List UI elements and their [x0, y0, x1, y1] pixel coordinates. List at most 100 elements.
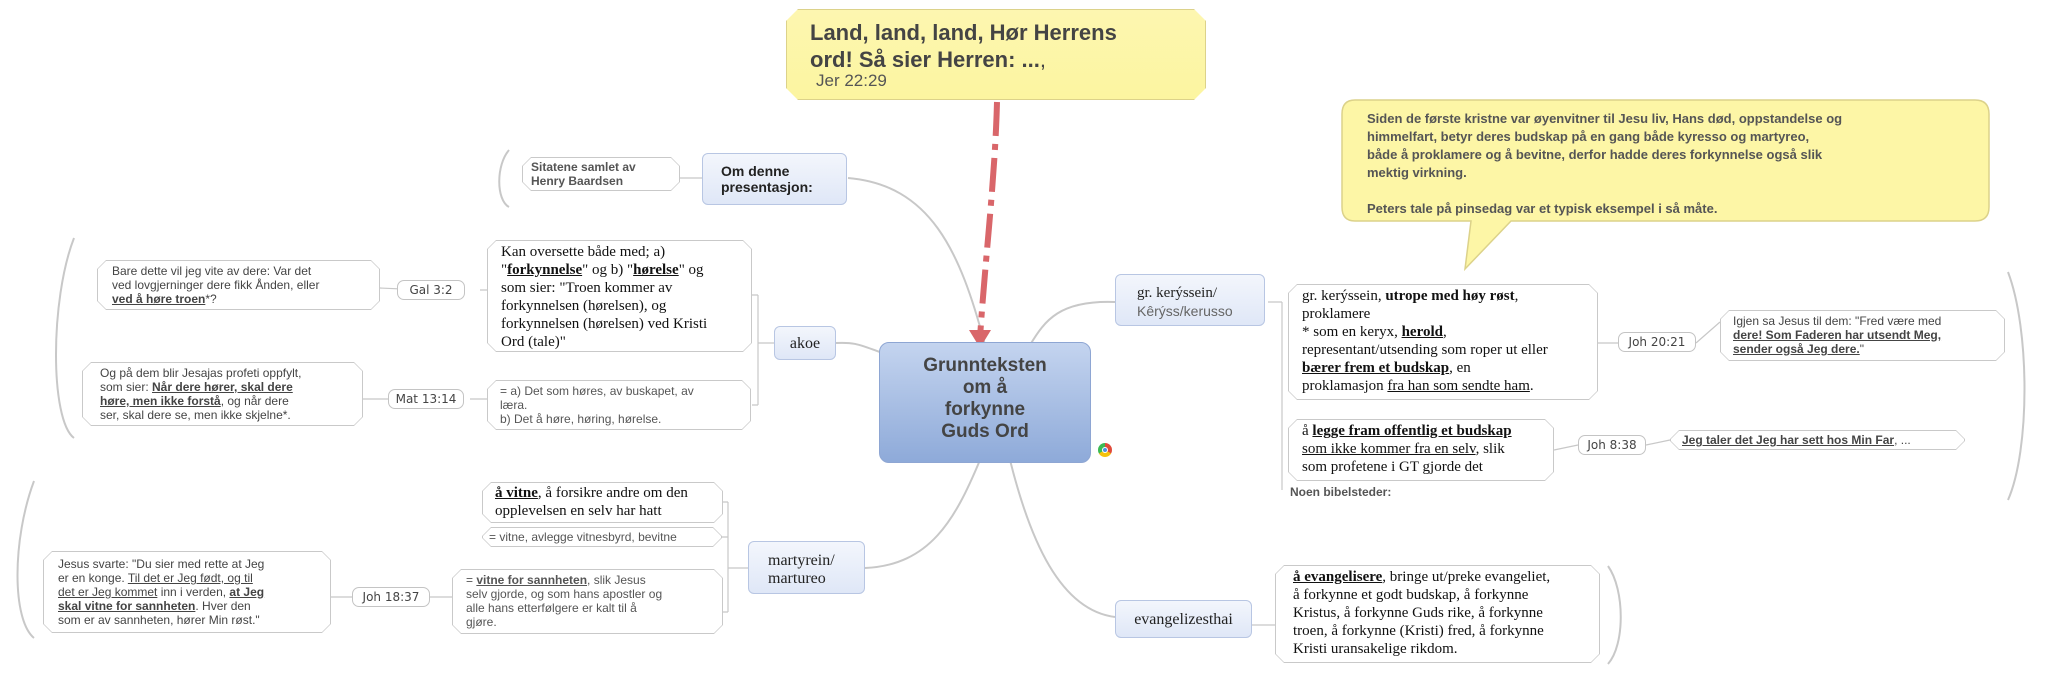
about-node[interactable]: Om denne presentasjon:	[702, 153, 847, 205]
martyrein-b-underlined: vitne for sannheten	[476, 573, 588, 587]
akoe-text-3: som sier: "Troen kommer av	[501, 280, 673, 296]
martyrein-b-line-2: selv gjorde, og som hans apostler og	[466, 587, 663, 601]
branch-evangelizesthai	[1009, 459, 1116, 618]
akoe-forkynnelse: forkynnelse	[507, 262, 583, 278]
akoe-node[interactable]: akoe	[774, 326, 836, 360]
ker-line-1a: gr. kerýssein,	[1302, 288, 1386, 304]
evang-line-4: troen, å forkynne (Kristi) fred, å forky…	[1293, 623, 1544, 639]
kerussein-label-2: Kêrýss/kerusso	[1137, 303, 1233, 319]
joh1837-bold-1: at Jeg	[229, 585, 265, 599]
akoe-text-5: forkynnelsen (hørelsen) ved Kristi	[501, 316, 708, 332]
joh2021-line-2: dere! Som Faderen har utsendt Meg,	[1733, 328, 1942, 342]
martyrein-b-box: = vitne for sannheten, slik Jesus selv g…	[452, 569, 723, 634]
martyrein-b-rest: , slik Jesus	[587, 573, 646, 587]
ker-line-1-bold: utrope med høy røst	[1385, 288, 1515, 304]
joh1837-bold-2: skal vitne for sannheten	[58, 599, 196, 613]
branch-kerussein	[1029, 300, 1116, 346]
quote-arrow	[977, 101, 1000, 339]
quote-line-2: ord! Så sier Herren: ...	[810, 47, 1040, 72]
joh-18-37-ref[interactable]: Joh 18:37	[352, 587, 430, 607]
quote-comma: ,	[1039, 47, 1046, 72]
akoe-definition: = a) Det som høres, av buskapet, av læra…	[487, 380, 751, 430]
martyrein-label-1: martyrein/	[768, 552, 835, 569]
mat-underlined-1: Når dere hører, skal dere	[152, 380, 293, 394]
martyrein-node[interactable]: martyrein/ martureo	[748, 541, 865, 594]
ker-line-1c: ,	[1514, 288, 1519, 304]
mat-ref[interactable]: Mat 13:14	[388, 389, 464, 409]
evangelizesthai-text-box: å evangelisere, bringe ut/preke evangeli…	[1275, 565, 1600, 663]
ker-line-6a: proklamasjon	[1302, 378, 1388, 394]
martyrein-a-line-2: opplevelsen en selv har hatt	[495, 503, 662, 519]
joh-8-38-ref[interactable]: Joh 8:38	[1578, 435, 1646, 455]
joh-8-38-quote: Jeg taler det Jeg har sett hos Min Far, …	[1670, 430, 1965, 450]
akoe-quote-b: " og b) "	[582, 262, 634, 278]
central-topic[interactable]: Grunnteksten om å forkynne Guds Ord	[879, 342, 1091, 463]
ker-herold: herold	[1401, 324, 1443, 340]
ker-p-underlined: som ikke kommer fra en selv	[1302, 441, 1476, 457]
central-line-3: forkynne	[944, 399, 1026, 420]
ker-p-bold: legge fram offentlig et budskap	[1312, 423, 1512, 439]
akoe-horelse: hørelse	[633, 262, 679, 278]
joh-20-21-quote: Igjen sa Jesus til dem: "Fred være med d…	[1720, 310, 2005, 361]
mat-line-3-end: , og når dere	[220, 394, 289, 408]
kerussein-node[interactable]: gr. kerýssein/ Kêrýss/kerusso	[1115, 274, 1265, 326]
joh1837-line-1: Jesus svarte: "Du sier med rette at Jeg	[58, 557, 265, 571]
kerussein-label-1: gr. kerýssein/	[1137, 285, 1217, 301]
callout-line-4: mektig virkning.	[1367, 165, 1467, 180]
akoe-label: akoe	[789, 335, 821, 352]
quote-ref: Jer 22:29	[816, 71, 887, 90]
evang-line-2: å forkynne et godt budskap, å forkynne	[1293, 587, 1529, 603]
akoe-text-4: forkynnelsen (hørelsen), og	[501, 298, 667, 314]
central-line-4: Guds Ord	[941, 421, 1029, 442]
martyrein-b-line-4: gjøre.	[466, 615, 497, 629]
gal-line-3-end: *?	[205, 292, 217, 306]
callout-bubble-shape	[1341, 99, 1990, 272]
mat-quote: Og på dem blir Jesajas profeti oppfylt, …	[82, 362, 363, 426]
akoe-text-1: Kan oversette både med; a)	[501, 244, 666, 260]
martyrein-text-box: å vitne, å forsikre andre om den oppleve…	[482, 482, 723, 523]
quote-line-1: Land, land, land, Hør Herrens	[810, 20, 1117, 45]
joh2021-line-3: sender også Jeg dere.	[1733, 342, 1860, 356]
gal-quote: Bare dette vil jeg vite av dere: Var det…	[97, 260, 380, 310]
ker-fra-han: fra han som sendte ham	[1387, 378, 1530, 394]
joh838-underlined: Jeg taler det Jeg har sett hos Min Far	[1682, 433, 1895, 447]
evangelizesthai-node[interactable]: evangelizesthai	[1115, 600, 1252, 638]
joh2021-line-1: Igjen sa Jesus til dem: "Fred være med	[1733, 314, 1942, 328]
central-line-1: Grunnteksten	[923, 355, 1047, 376]
martyrein-a-vitne: å vitne	[495, 485, 538, 501]
evang-line-1-rest: , bringe ut/preke evangeliet,	[1382, 569, 1551, 585]
gal-line-1: Bare dette vil jeg vite av dere: Var det	[112, 264, 312, 278]
kerussein-text-box: gr. kerýssein, utrope med høy røst, prok…	[1288, 284, 1598, 400]
ker-line-3c: ,	[1442, 324, 1447, 340]
joh1837-line-3-mid: inn i verden,	[157, 585, 230, 599]
ker-p-a: å	[1302, 423, 1313, 439]
callout-line-3: både å proklamere og å bevitne, derfor h…	[1367, 147, 1823, 162]
akoe-quote-a: "	[501, 262, 508, 278]
browser-icon[interactable]	[1098, 443, 1112, 457]
mat-line-4: ser, skal dere se, men ikke skjelne*.	[100, 408, 291, 422]
ker-line-3a: * som en keryx,	[1302, 324, 1402, 340]
martyrein-def: = vitne, avlegge vitnesbyrd, bevitne	[483, 528, 721, 546]
ker-p-line-3: som profetene i GT gjorde det	[1302, 459, 1483, 475]
callout-line-2: himmelfart, betyr deres budskap på en ga…	[1367, 129, 1810, 144]
callout-line-1: Siden de første kristne var øyenvitner t…	[1367, 111, 1843, 126]
gal-underlined: ved å høre troen	[112, 292, 206, 306]
ker-baerer: bærer frem et budskap	[1302, 360, 1450, 376]
top-quote-box: Land, land, land, Hør Herrens ord! Så si…	[786, 9, 1206, 100]
martyrein-b-line-3: alle hans etterfølgere er kalt til å	[466, 601, 637, 615]
akoe-def-3: b) Det å høre, høring, hørelse.	[500, 412, 662, 426]
akoe-def-1: = a) Det som høres, av buskapet, av	[500, 384, 694, 398]
gal-ref[interactable]: Gal 3:2	[397, 280, 465, 300]
about-label-2: presentasjon:	[721, 179, 813, 195]
about-note-line-1: Sitatene samlet av	[531, 160, 636, 174]
callout-line-5: Peters tale på pinsedag var et typisk ek…	[1367, 201, 1718, 216]
ker-p-line-2-end: , slik	[1475, 441, 1505, 457]
joh-20-21-ref[interactable]: Joh 20:21	[1618, 332, 1696, 352]
branch-akoe	[835, 341, 881, 353]
akoe-def-2: læra.	[500, 398, 528, 412]
martyrein-label-2: martureo	[768, 570, 826, 587]
branch-martyrein	[864, 459, 981, 569]
joh1837-line-2: er en konge.	[58, 571, 128, 585]
callout-text: Siden de første kristne var øyenvitner t…	[1367, 110, 1842, 218]
